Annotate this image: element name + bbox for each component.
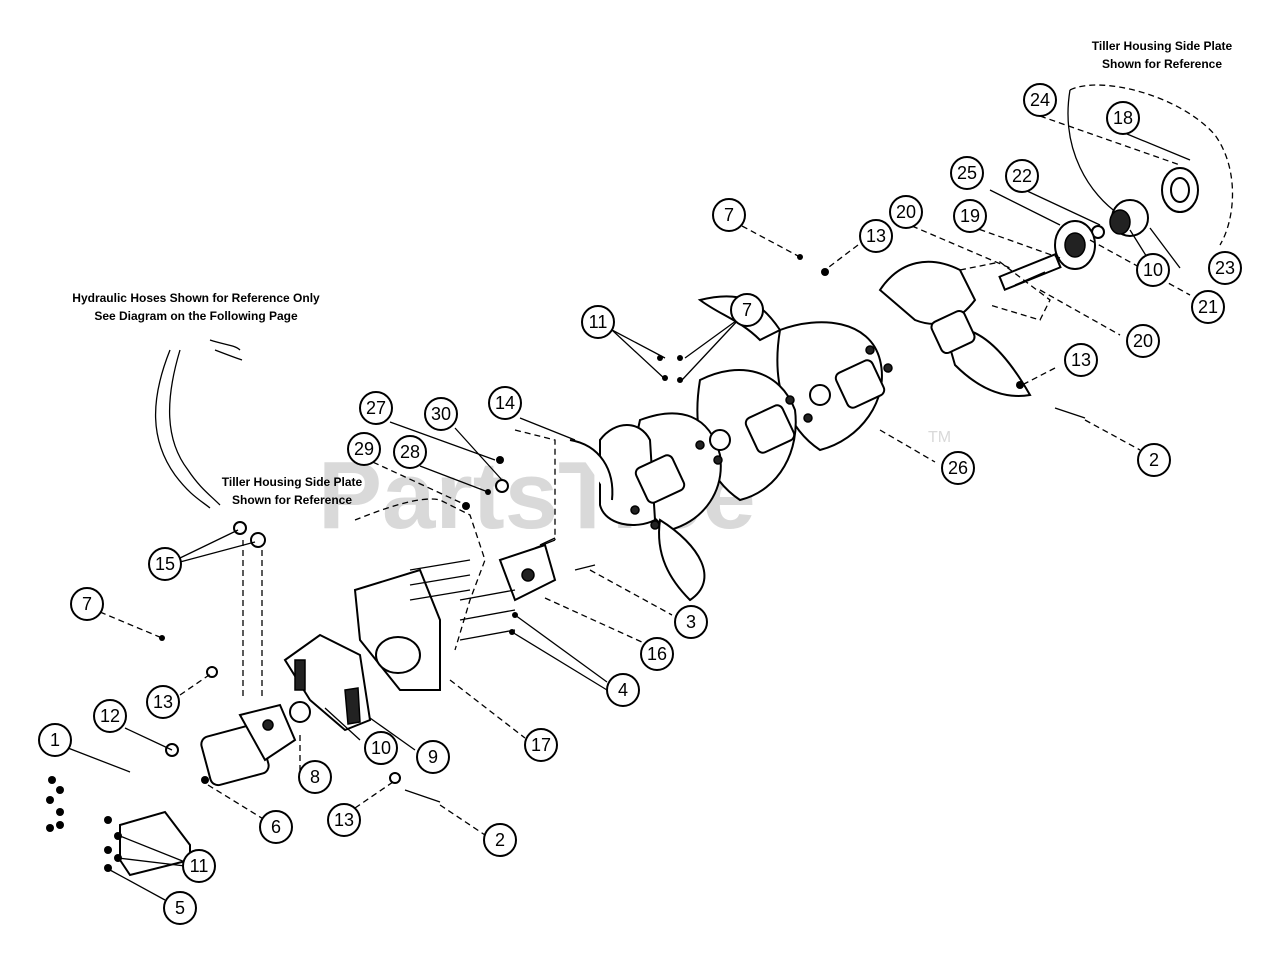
- callout-10: 10: [1136, 253, 1170, 287]
- svg-text:30: 30: [431, 404, 451, 424]
- note-side-plate-top-line2: Shown for Reference: [1102, 57, 1222, 71]
- callout-4: 4: [606, 673, 640, 707]
- callout-7: 7: [712, 198, 746, 232]
- svg-text:2: 2: [1149, 450, 1159, 470]
- leader-lines: [67, 115, 1191, 901]
- svg-text:16: 16: [647, 644, 667, 664]
- callout-20: 20: [1126, 324, 1160, 358]
- svg-text:3: 3: [686, 612, 696, 632]
- svg-text:24: 24: [1030, 90, 1050, 110]
- callout-6: 6: [259, 810, 293, 844]
- callout-18: 18: [1106, 101, 1140, 135]
- svg-text:7: 7: [724, 205, 734, 225]
- callout-9: 9: [416, 740, 450, 774]
- callout-7: 7: [70, 587, 104, 621]
- callout-21: 21: [1191, 290, 1225, 324]
- watermark-tm: TM: [928, 429, 951, 446]
- callout-23: 23: [1208, 251, 1242, 285]
- callout-20: 20: [889, 195, 923, 229]
- svg-text:4: 4: [618, 680, 628, 700]
- svg-text:5: 5: [175, 898, 185, 918]
- svg-text:11: 11: [589, 312, 608, 332]
- callout-24: 24: [1023, 83, 1057, 117]
- svg-text:26: 26: [948, 458, 968, 478]
- svg-text:12: 12: [100, 706, 120, 726]
- callout-2: 2: [483, 823, 517, 857]
- callout-29: 29: [347, 432, 381, 466]
- svg-text:14: 14: [495, 393, 515, 413]
- svg-text:19: 19: [960, 206, 980, 226]
- callout-17: 17: [524, 728, 558, 762]
- svg-text:1: 1: [50, 730, 60, 750]
- svg-text:13: 13: [1071, 350, 1091, 370]
- svg-text:29: 29: [354, 439, 374, 459]
- callout-12: 12: [93, 699, 127, 733]
- callout-7: 7: [730, 293, 764, 327]
- note-side-plate-mid-line2: Shown for Reference: [232, 493, 352, 507]
- callout-16: 16: [640, 637, 674, 671]
- svg-text:28: 28: [400, 442, 420, 462]
- svg-text:17: 17: [531, 735, 551, 755]
- callout-1: 1: [38, 723, 72, 757]
- svg-text:18: 18: [1113, 108, 1133, 128]
- callout-19: 19: [953, 199, 987, 233]
- svg-text:20: 20: [1133, 331, 1153, 351]
- svg-text:10: 10: [371, 738, 391, 758]
- svg-text:21: 21: [1198, 297, 1218, 317]
- callout-27: 27: [359, 391, 393, 425]
- callout-11: 11: [182, 849, 216, 883]
- svg-text:20: 20: [896, 202, 916, 222]
- note-side-plate-top-line1: Tiller Housing Side Plate: [1092, 39, 1233, 53]
- note-hydraulic-hoses-line2: See Diagram on the Following Page: [94, 309, 298, 323]
- callout-14: 14: [488, 386, 522, 420]
- svg-text:15: 15: [155, 554, 175, 574]
- svg-text:22: 22: [1012, 166, 1032, 186]
- svg-text:7: 7: [742, 300, 752, 320]
- callout-30: 30: [424, 397, 458, 431]
- note-hydraulic-hoses-line1: Hydraulic Hoses Shown for Reference Only: [72, 291, 320, 305]
- callout-28: 28: [393, 435, 427, 469]
- svg-text:10: 10: [1143, 260, 1163, 280]
- svg-text:2: 2: [495, 830, 505, 850]
- callout-3: 3: [674, 605, 708, 639]
- callout-15: 15: [148, 547, 182, 581]
- svg-text:13: 13: [866, 226, 886, 246]
- svg-text:9: 9: [428, 747, 438, 767]
- svg-text:25: 25: [957, 163, 977, 183]
- callout-10: 10: [364, 731, 398, 765]
- callout-13: 13: [327, 803, 361, 837]
- callout-13: 13: [146, 685, 180, 719]
- callouts: 24 18 25 22 7 20 19 13 10 23 21 20 11 7 …: [38, 83, 1242, 925]
- svg-text:7: 7: [82, 594, 92, 614]
- callout-13: 13: [859, 219, 893, 253]
- svg-text:6: 6: [271, 817, 281, 837]
- svg-text:23: 23: [1215, 258, 1235, 278]
- svg-text:8: 8: [310, 767, 320, 787]
- svg-text:13: 13: [334, 810, 354, 830]
- callout-11: 11: [581, 305, 615, 339]
- callout-2: 2: [1137, 443, 1171, 477]
- callout-26: 26: [941, 451, 975, 485]
- note-side-plate-mid-line1: Tiller Housing Side Plate: [222, 475, 363, 489]
- svg-text:13: 13: [153, 692, 173, 712]
- callout-22: 22: [1005, 159, 1039, 193]
- callout-13: 13: [1064, 343, 1098, 377]
- line-art: [46, 84, 1234, 877]
- callout-5: 5: [163, 891, 197, 925]
- svg-text:27: 27: [366, 398, 386, 418]
- svg-text:11: 11: [190, 856, 209, 876]
- callout-8: 8: [298, 760, 332, 794]
- callout-25: 25: [950, 156, 984, 190]
